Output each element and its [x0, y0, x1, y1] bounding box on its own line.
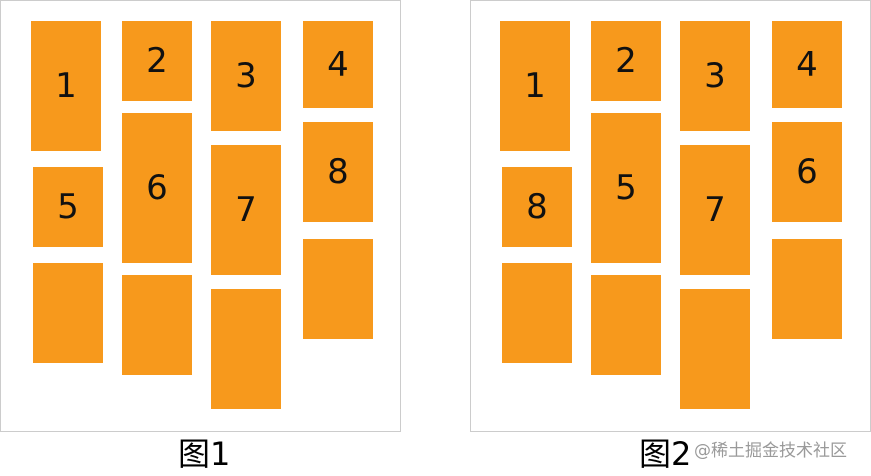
- tile: 4: [303, 21, 373, 108]
- tile: 1: [31, 21, 101, 151]
- tile: [680, 289, 750, 409]
- tile: [33, 263, 103, 363]
- figure-1-panel: 1 5 2 6 3 7 4 8: [0, 0, 401, 432]
- tile-label: 6: [796, 152, 818, 192]
- tile: [502, 263, 572, 363]
- tile: 8: [502, 167, 572, 247]
- tile-label: 2: [615, 41, 637, 81]
- tile: 5: [33, 167, 103, 247]
- tile: 2: [122, 21, 192, 101]
- tile-label: 2: [146, 41, 168, 81]
- tile: [122, 275, 192, 375]
- tile: 3: [211, 21, 281, 131]
- tile-label: 1: [524, 66, 546, 106]
- tile: 8: [303, 122, 373, 222]
- figure-2-panel: 1 8 2 5 3 7 4 6: [470, 0, 871, 432]
- tile: 7: [211, 145, 281, 275]
- tile: [591, 275, 661, 375]
- figure-2-caption: 图2: [639, 435, 692, 473]
- tile-label: 3: [235, 56, 257, 96]
- tile-label: 4: [796, 44, 818, 85]
- tile: 7: [680, 145, 750, 275]
- tile-label: 6: [146, 168, 168, 208]
- tile-label: 5: [615, 168, 637, 208]
- tile-label: 3: [704, 56, 726, 96]
- tile: 5: [591, 113, 661, 263]
- tile-label: 7: [704, 190, 726, 230]
- figure-1-caption: 图1: [178, 435, 231, 473]
- tile: 3: [680, 21, 750, 131]
- tile-label: 5: [57, 187, 79, 227]
- watermark: @稀土掘金技术社区: [694, 441, 847, 461]
- tile: 2: [591, 21, 661, 101]
- tile: 1: [500, 21, 570, 151]
- tile-label: 1: [55, 66, 77, 106]
- tile: [211, 289, 281, 409]
- tile: 4: [772, 21, 842, 108]
- tile-label: 8: [327, 152, 349, 192]
- tile: [303, 239, 373, 339]
- tile: 6: [772, 122, 842, 222]
- tile-label: 7: [235, 190, 257, 230]
- tile: [772, 239, 842, 339]
- tile-label: 8: [526, 187, 548, 227]
- tile: 6: [122, 113, 192, 263]
- tile-label: 4: [327, 44, 349, 85]
